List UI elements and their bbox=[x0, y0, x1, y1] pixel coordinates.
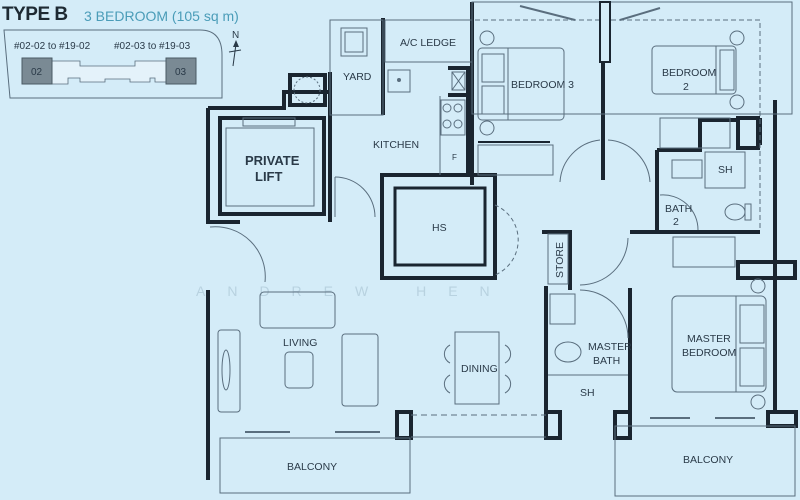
svg-text:N: N bbox=[232, 30, 239, 41]
label-yard: YARD bbox=[343, 71, 372, 83]
keyplan-left-units: #02-02 to #19-02 bbox=[14, 41, 91, 52]
north-arrow-icon: N bbox=[228, 30, 242, 67]
label-store: STORE bbox=[554, 242, 566, 278]
fixtures bbox=[209, 1, 796, 497]
label-master-bath-1: MASTER bbox=[588, 341, 632, 353]
walls bbox=[206, 2, 798, 480]
label-kitchen: KITCHEN bbox=[373, 139, 419, 151]
keyplan-tag-02: 02 bbox=[31, 67, 43, 78]
label-ac-ledge: A/C LEDGE bbox=[400, 37, 456, 49]
label-bath2-1: BATH bbox=[665, 203, 692, 215]
label-master-bedroom-2: BEDROOM bbox=[682, 347, 736, 359]
label-living: LIVING bbox=[283, 337, 317, 349]
label-sh-master: SH bbox=[580, 387, 595, 399]
label-hs: HS bbox=[432, 222, 447, 234]
label-fridge: F bbox=[452, 153, 457, 162]
label-private-lift-1: PRIVATE bbox=[245, 153, 300, 168]
label-private-lift-2: LIFT bbox=[255, 169, 282, 184]
label-bedroom3: BEDROOM 3 bbox=[511, 79, 574, 91]
label-sh-bath2: SH bbox=[718, 164, 733, 176]
key-plan: #02-02 to #19-02 #02-03 to #19-03 02 03 bbox=[3, 29, 223, 99]
label-bedroom2-2: 2 bbox=[683, 81, 689, 93]
label-master-bedroom-1: MASTER bbox=[687, 333, 731, 345]
unit-type-title: TYPE B bbox=[2, 4, 68, 25]
label-bedroom2-1: BEDROOM bbox=[662, 67, 716, 79]
label-balcony-master: BALCONY bbox=[683, 454, 733, 466]
label-master-bath-2: BATH bbox=[593, 355, 620, 367]
label-dining: DINING bbox=[461, 363, 498, 375]
watermark: ANDREW HEN bbox=[196, 283, 512, 299]
keyplan-right-units: #02-03 to #19-03 bbox=[114, 41, 191, 52]
keyplan-tag-03: 03 bbox=[175, 67, 187, 78]
label-balcony-living: BALCONY bbox=[287, 461, 337, 473]
label-bath2-2: 2 bbox=[673, 216, 679, 228]
unit-description: 3 BEDROOM (105 sq m) bbox=[84, 8, 239, 24]
